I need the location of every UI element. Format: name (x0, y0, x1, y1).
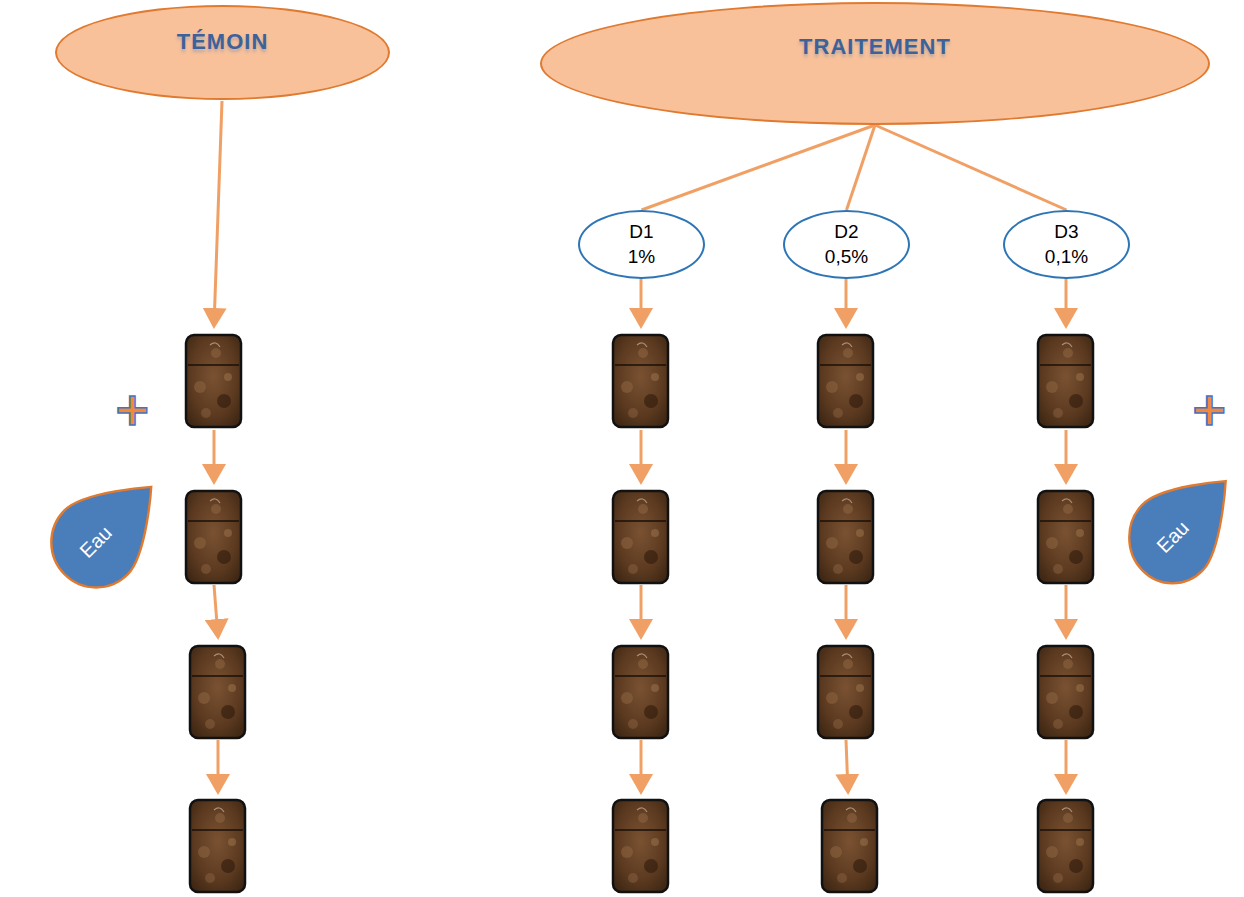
dose-ellipse: D20,5% (783, 210, 910, 279)
branch-line (875, 125, 1067, 210)
water-drop: Eau (1126, 460, 1240, 588)
node-text: 0,5% (825, 245, 868, 270)
control-ellipse: TÉMOIN (55, 5, 390, 100)
plus-sign: + (1190, 386, 1229, 432)
water-drop: Eau (48, 466, 166, 592)
node-text: TÉMOIN (177, 29, 269, 55)
node-text: D3 (1054, 220, 1078, 245)
node-text: 1% (628, 245, 655, 270)
node-text: 0,1% (1045, 245, 1088, 270)
dose-ellipse: D11% (578, 210, 705, 279)
branch-line (847, 125, 876, 210)
dose-ellipse: D30,1% (1003, 210, 1130, 279)
branch-line (642, 125, 876, 210)
treatment-ellipse: TRAITEMENT (540, 2, 1210, 125)
node-text: D2 (834, 220, 858, 245)
node-text: TRAITEMENT (799, 34, 951, 60)
node-text: D1 (629, 220, 653, 245)
plus-sign: + (113, 386, 152, 432)
